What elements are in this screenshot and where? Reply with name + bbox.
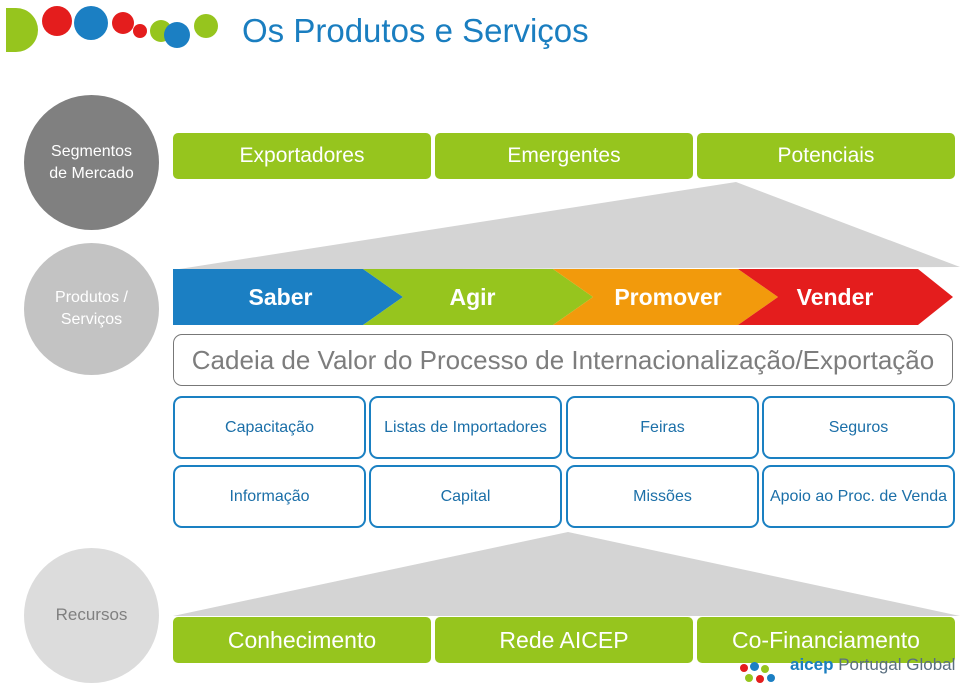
logo-dot <box>6 8 38 52</box>
value-chain-chevrons <box>173 269 953 325</box>
resource-rede-aicep: Rede AICEP <box>435 617 693 663</box>
segment-label: Potenciais <box>777 144 875 167</box>
segments-circle-line2: de Mercado <box>49 164 134 182</box>
service-capital: Capital <box>369 465 562 528</box>
service-label: Seguros <box>828 418 889 436</box>
service-label: Capital <box>440 487 491 505</box>
service-label: Apoio ao Proc. de Venda <box>769 487 948 505</box>
service-feiras: Feiras <box>566 396 759 459</box>
resource-co-financiamento: Co-Financiamento <box>697 617 955 663</box>
resources-circle: Recursos <box>24 548 159 683</box>
chevron-label-promover: Promover <box>614 283 722 310</box>
logo-dot <box>133 24 147 38</box>
service-informacao: Informação <box>173 465 366 528</box>
segment-label: Emergentes <box>507 144 621 167</box>
products-circle: Produtos / Serviços <box>24 243 159 375</box>
value-chain-box: Cadeia de Valor do Processo de Internaci… <box>173 334 953 386</box>
brand-part2: Portugal Global <box>833 655 956 674</box>
chevron-saber <box>173 269 403 325</box>
logo-dot <box>164 22 190 48</box>
resource-label: Co-Financiamento <box>732 626 920 653</box>
service-capacitacao: Capacitação <box>173 396 366 459</box>
resource-conhecimento: Conhecimento <box>173 617 431 663</box>
segment-emergentes: Emergentes <box>435 133 693 179</box>
products-circle-line1: Produtos / <box>55 289 128 307</box>
segments-circle-line1: Segmentos <box>51 142 132 160</box>
service-listas-importadores: Listas de Importadores <box>369 396 562 459</box>
resource-label: Conhecimento <box>227 626 377 653</box>
brand-logo: aicep Portugal Global <box>790 655 955 675</box>
logo-dot <box>194 14 218 38</box>
service-label: Listas de Importadores <box>384 418 547 436</box>
service-label: Missões <box>633 487 692 505</box>
service-label: Feiras <box>640 418 685 436</box>
segment-label: Exportadores <box>239 144 365 167</box>
bottom-roof-shape <box>173 532 960 616</box>
logo-dot <box>42 6 72 36</box>
segments-circle: Segmentos de Mercado <box>24 95 159 230</box>
products-circle-line2: Serviços <box>60 311 123 328</box>
segment-potenciais: Potenciais <box>697 133 955 179</box>
logo-dot <box>112 12 134 34</box>
chevron-promover <box>553 269 778 325</box>
logo-dot <box>74 6 108 40</box>
chevron-vender <box>738 269 953 325</box>
chevron-label-agir: Agir <box>449 283 496 310</box>
service-seguros: Seguros <box>762 396 955 459</box>
value-chain-label: Cadeia de Valor do Processo de Internaci… <box>191 344 935 375</box>
resources-circle-label: Recursos <box>55 605 128 625</box>
service-label: Informação <box>229 487 310 505</box>
service-label: Capacitação <box>225 418 314 436</box>
page-title: Os Produtos e Serviços <box>242 12 589 49</box>
chevron-label-saber: Saber <box>248 283 313 310</box>
resource-label: Rede AICEP <box>499 626 629 653</box>
brand-part1: aicep <box>790 655 834 674</box>
chevron-label-vender: Vender <box>796 283 874 310</box>
segment-exportadores: Exportadores <box>173 133 431 179</box>
chevron-agir <box>363 269 593 325</box>
top-roof-shape <box>173 182 960 270</box>
service-apoio-venda: Apoio ao Proc. de Venda <box>762 465 955 528</box>
service-missoes: Missões <box>566 465 759 528</box>
